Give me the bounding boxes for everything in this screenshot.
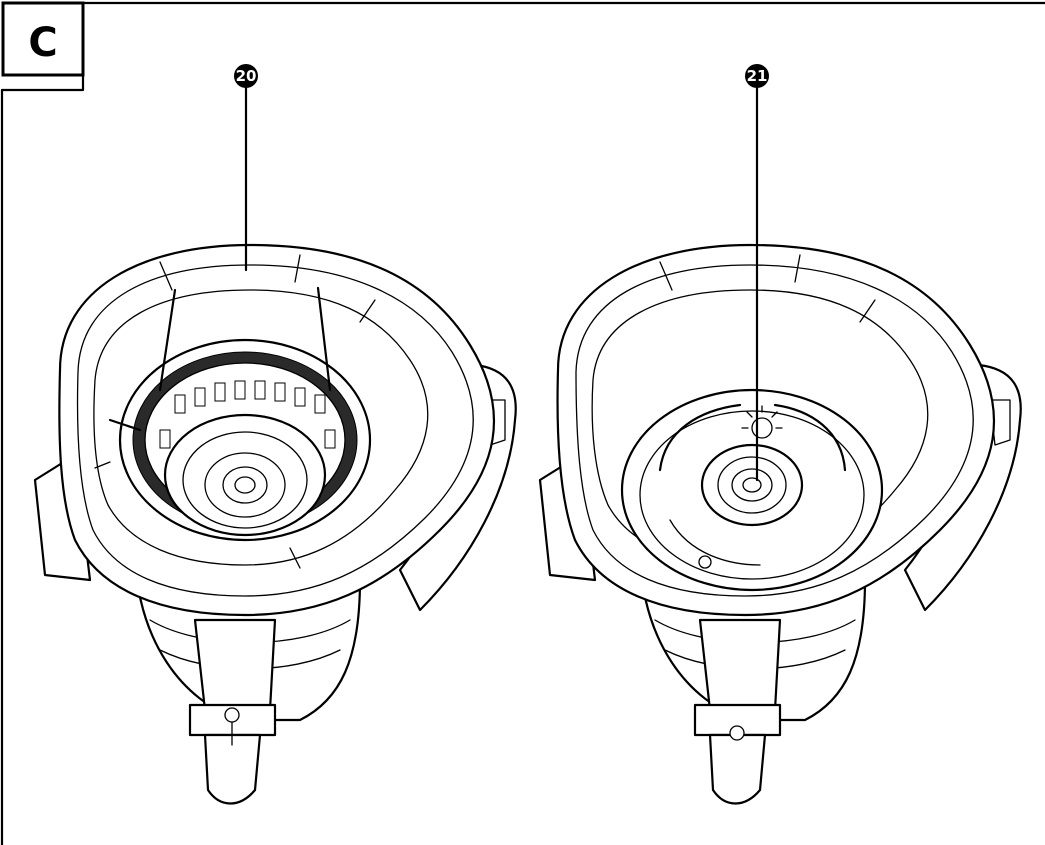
section-label: C xyxy=(28,20,57,66)
juicer-without-strainer xyxy=(538,243,1022,805)
section-label-box: C xyxy=(0,1,85,92)
callout-20: 20 xyxy=(234,64,258,272)
callout-number-20: 20 xyxy=(236,67,257,85)
juicer-with-strainer xyxy=(33,243,517,805)
callout-21: 21 xyxy=(745,64,769,482)
callout-number-21: 21 xyxy=(747,67,768,85)
